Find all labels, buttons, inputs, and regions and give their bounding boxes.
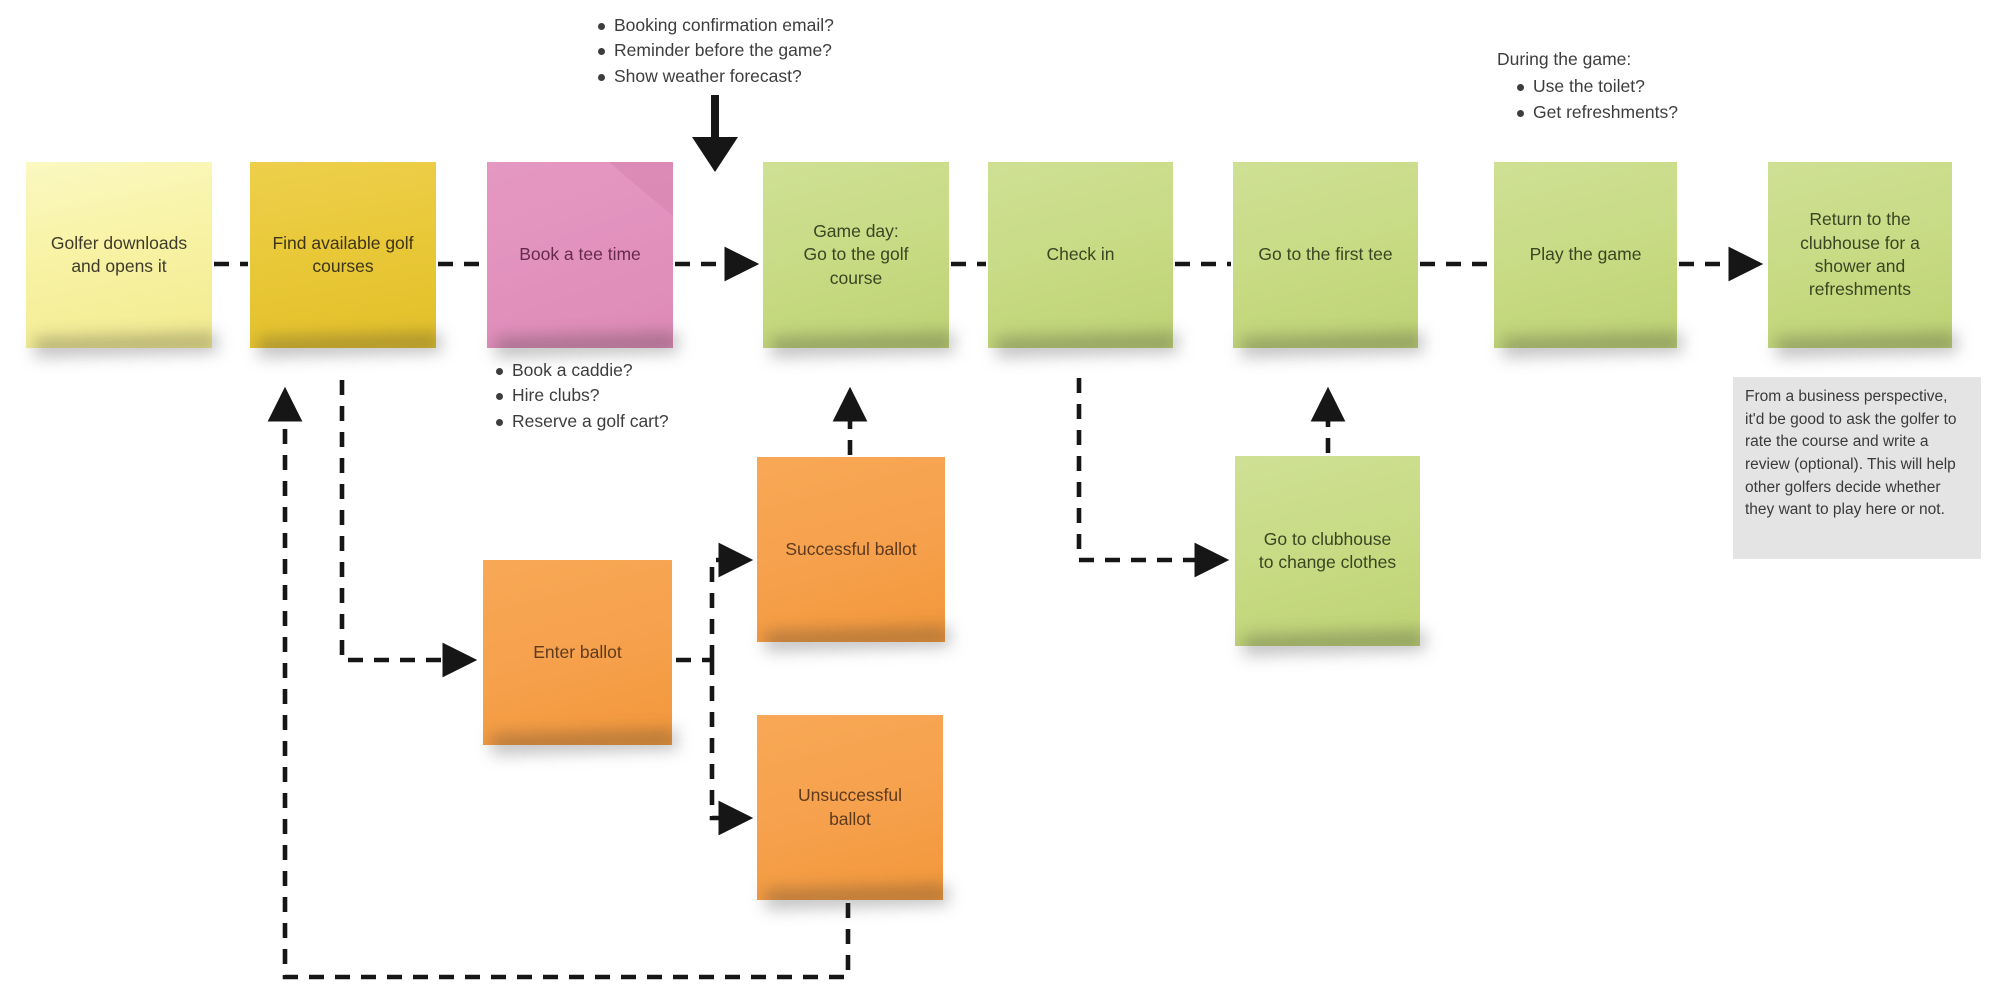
bullet-text: Reserve a golf cart? [512,410,669,431]
sticky-note-change-clothes[interactable]: Go to clubhouse to change clothes [1235,456,1420,646]
bullet-item: Reserve a golf cart? [496,410,669,431]
business-note-text: From a business perspective, it'd be goo… [1745,388,1957,519]
annotation-pre-game-questions[interactable]: Booking confirmation email? Reminder bef… [598,15,834,92]
bullet-icon [496,368,503,375]
connector-to-unsuccessful-ballot [709,660,754,836]
sticky-note-label: Game day: Go to the golf course [803,221,909,288]
connector-checkin-to-clubhouse [1076,378,1230,578]
bullet-icon [598,23,605,30]
bullet-text: Hire clubs? [512,385,600,406]
sticky-note-label: Return to the clubhouse for a shower and… [1800,209,1920,300]
sticky-note-golfer-downloads[interactable]: Golfer downloads and opens it [26,162,212,348]
sticky-note-play-game[interactable]: Play the game [1494,162,1677,348]
bullet-icon [496,393,503,401]
sticky-note-unsuccessful-ballot[interactable]: Unsuccessful ballot [757,715,943,900]
sticky-note-label: Successful ballot [785,538,917,559]
bullet-item: Hire clubs? [496,385,669,406]
connector-find-to-enterballot [339,380,478,678]
sticky-note-label: Unsuccessful ballot [797,785,903,829]
bullet-text: Booking confirmation email? [614,15,834,35]
sticky-note-label: Enter ballot [533,641,622,662]
sticky-note-label: Check in [1046,244,1115,265]
sticky-note-find-courses[interactable]: Find available golf courses [250,162,436,348]
sticky-note-label: Book a tee time [519,244,641,265]
bullet-item: Booking confirmation email? [598,15,834,35]
bullet-icon [598,48,605,56]
sticky-note-label: Find available golf courses [272,232,414,276]
bullet-icon [1517,84,1524,92]
sticky-note-label: Go to the first tee [1258,244,1393,265]
bullet-item: Use the toilet? [1517,76,1678,97]
business-note[interactable]: From a business perspective, it'd be goo… [1733,377,1981,559]
connector-to-successful-ballot [709,542,754,660]
sticky-note-enter-ballot[interactable]: Enter ballot [483,560,672,745]
bullet-icon [1517,109,1524,117]
bullet-item: Book a caddie? [496,360,669,380]
bullet-icon [496,418,503,426]
sticky-note-successful-ballot[interactable]: Successful ballot [757,457,945,642]
sticky-note-label: Golfer downloads and opens it [50,232,188,276]
bullet-text: Reminder before the game? [614,40,832,61]
sticky-note-game-day[interactable]: Game day: Go to the golf course [763,162,949,348]
sticky-note-first-tee[interactable]: Go to the first tee [1233,162,1418,348]
sticky-note-label: Go to clubhouse to change clothes [1258,528,1397,572]
bullet-item: Show weather forecast? [598,65,834,86]
annotation-tee-time-questions[interactable]: Book a caddie? Hire clubs? Reserve a gol… [496,360,669,437]
annotation-during-game[interactable]: During the game: Use the toilet? Get ref… [1497,49,1678,128]
sticky-note-check-in[interactable]: Check in [988,162,1173,348]
sticky-note-return-clubhouse[interactable]: Return to the clubhouse for a shower and… [1768,162,1952,348]
sticky-note-book-tee-time[interactable]: Book a tee time [487,162,673,348]
bullet-item: Reminder before the game? [598,40,834,61]
annotation-down-arrow-icon [692,95,738,172]
bullet-text: Show weather forecast? [614,65,802,86]
connector-unsuccessful-loop-to-find [267,386,851,980]
bullet-text: Use the toilet? [1533,76,1645,97]
bullet-text: Get refreshments? [1533,101,1678,122]
sticky-note-label: Play the game [1529,244,1642,265]
bullet-text: Book a caddie? [512,360,633,380]
bullet-item: Get refreshments? [1517,101,1678,122]
annotation-title: During the game: [1497,49,1632,69]
bullet-icon [598,73,605,81]
